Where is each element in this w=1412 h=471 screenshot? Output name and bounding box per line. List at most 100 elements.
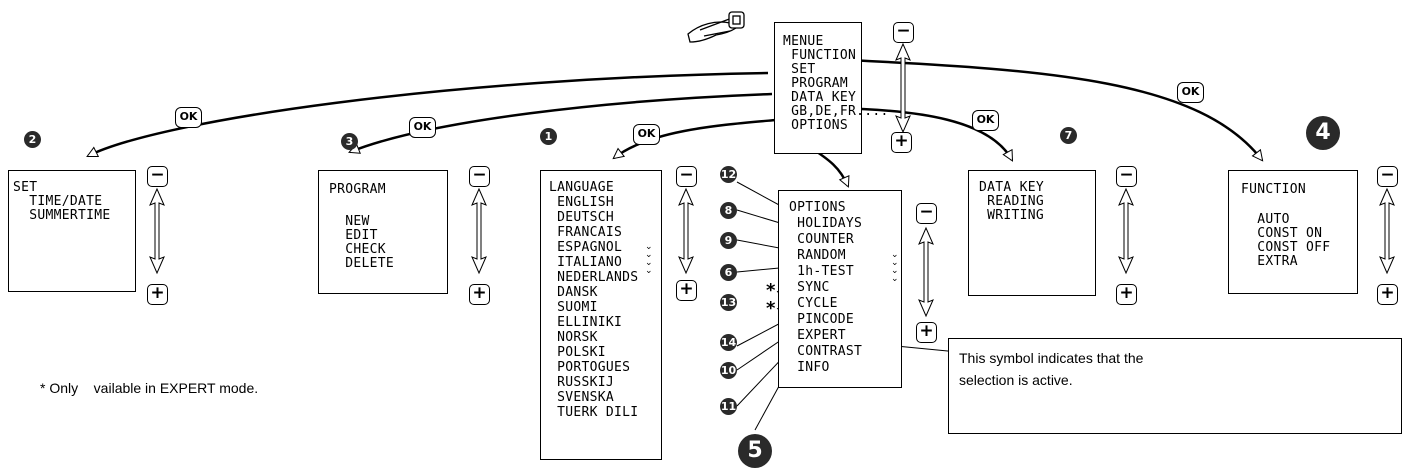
- plus-button[interactable]: +: [469, 284, 490, 305]
- language-item[interactable]: ESPAGNOL: [549, 241, 622, 255]
- set-title: SET: [13, 181, 37, 195]
- options-item-pincode[interactable]: PINCODE: [789, 313, 854, 327]
- set-item-summertime[interactable]: SUMMERTIME: [13, 209, 111, 223]
- language-item[interactable]: NEDERLANDS: [549, 271, 638, 285]
- number-badge: 13: [720, 294, 737, 311]
- number-badge: 7: [1060, 127, 1077, 144]
- program-item-delete[interactable]: DELETE: [329, 257, 394, 271]
- scroll-arrow-set: [150, 189, 164, 273]
- set-item-time-date[interactable]: TIME/DATE: [13, 195, 102, 209]
- note-line-1: This symbol indicates that the: [959, 347, 1143, 369]
- program-item-new[interactable]: NEW: [329, 215, 370, 229]
- program-item-check[interactable]: CHECK: [329, 243, 386, 257]
- language-item[interactable]: SUOMI: [549, 301, 598, 315]
- language-item[interactable]: DEUTSCH: [549, 211, 614, 225]
- options-panel: OPTIONS HOLIDAYS COUNTER RANDOM 1h-TEST …: [778, 190, 902, 388]
- options-item-counter[interactable]: COUNTER: [789, 233, 854, 247]
- menue-panel: MENUE FUNCTION SET PROGRAM DATA KEY GB,D…: [774, 22, 862, 154]
- menue-item-language[interactable]: GB,DE,FR....: [783, 105, 889, 119]
- function-item-const-off[interactable]: CONST OFF: [1241, 241, 1330, 255]
- ok-button-language[interactable]: OK: [633, 124, 660, 145]
- language-item[interactable]: ENGLISH: [549, 196, 614, 210]
- data-key-title: DATA KEY: [979, 181, 1044, 195]
- footnote: * Only vailable in EXPERT mode.: [40, 380, 258, 396]
- scroll-arrow-function: [1380, 189, 1394, 273]
- language-item[interactable]: POLSKI: [549, 346, 606, 360]
- note-box: This symbol indicates that the selection…: [948, 338, 1402, 434]
- note-line-2: selection is active.: [959, 369, 1073, 391]
- minus-button[interactable]: −: [147, 166, 168, 187]
- plus-button[interactable]: +: [916, 322, 937, 343]
- language-item[interactable]: DANSK: [549, 286, 598, 300]
- ok-button-set[interactable]: OK: [175, 107, 202, 128]
- menue-item-options[interactable]: OPTIONS: [783, 119, 848, 133]
- options-title: OPTIONS: [789, 201, 846, 215]
- number-badge: 10: [720, 362, 737, 379]
- number-badge: 3: [341, 133, 358, 150]
- menue-item-program[interactable]: PROGRAM: [783, 77, 848, 91]
- set-panel: SET TIME/DATE SUMMERTIME: [8, 170, 136, 292]
- function-item-const-on[interactable]: CONST ON: [1241, 227, 1322, 241]
- function-panel: FUNCTION AUTO CONST ON CONST OFF EXTRA: [1228, 170, 1358, 294]
- language-item[interactable]: ELLINIKI: [549, 316, 622, 330]
- plus-button[interactable]: +: [676, 280, 697, 301]
- language-panel: LANGUAGE ENGLISH DEUTSCH FRANCAIS ESPAGN…: [540, 170, 662, 460]
- ok-button-program[interactable]: OK: [409, 117, 436, 138]
- expert-only-marker: *: [766, 300, 775, 318]
- menue-item-data-key[interactable]: DATA KEY: [783, 91, 856, 105]
- data-key-panel: DATA KEY READING WRITING: [968, 170, 1096, 296]
- language-item[interactable]: PORTOGUES: [549, 361, 630, 375]
- program-panel: PROGRAM NEW EDIT CHECK DELETE: [318, 170, 448, 294]
- options-item-contrast[interactable]: CONTRAST: [789, 345, 862, 359]
- menue-item-set[interactable]: SET: [783, 63, 816, 77]
- menue-item-function[interactable]: FUNCTION: [783, 49, 856, 63]
- number-badge-large: 4: [1306, 116, 1340, 150]
- number-badge: 11: [720, 398, 737, 415]
- scroll-more-indicator: ⌄⌄⌄⌄: [645, 243, 653, 275]
- plus-button[interactable]: +: [1116, 284, 1137, 305]
- language-item[interactable]: ITALIANO: [549, 256, 622, 270]
- scroll-arrow-language: [679, 189, 693, 273]
- language-item[interactable]: SVENSKA: [549, 391, 614, 405]
- function-item-extra[interactable]: EXTRA: [1241, 255, 1298, 269]
- language-item[interactable]: RUSSKIJ: [549, 376, 614, 390]
- function-item-auto[interactable]: AUTO: [1241, 213, 1290, 227]
- minus-button[interactable]: −: [893, 22, 914, 43]
- minus-button[interactable]: −: [916, 203, 937, 224]
- menue-title: MENUE: [783, 35, 824, 49]
- options-item-expert[interactable]: EXPERT: [789, 329, 846, 343]
- number-badge: 9: [720, 232, 737, 249]
- minus-button[interactable]: −: [469, 166, 490, 187]
- plus-button[interactable]: +: [1377, 284, 1398, 305]
- minus-button[interactable]: −: [676, 166, 697, 187]
- options-item-cycle[interactable]: CYCLE: [789, 297, 838, 311]
- program-item-edit[interactable]: EDIT: [329, 229, 378, 243]
- ok-button-data-key[interactable]: OK: [972, 110, 999, 131]
- scroll-arrow-program: [472, 189, 486, 273]
- language-title: LANGUAGE: [549, 181, 614, 195]
- number-badge: 2: [24, 131, 41, 148]
- ok-button-function[interactable]: OK: [1177, 82, 1204, 103]
- language-item[interactable]: FRANCAIS: [549, 226, 622, 240]
- minus-button[interactable]: −: [1377, 166, 1398, 187]
- number-badge: 8: [720, 202, 737, 219]
- options-item-holidays[interactable]: HOLIDAYS: [789, 217, 862, 231]
- number-badge: 14: [720, 334, 737, 351]
- options-item-info[interactable]: INFO: [789, 361, 830, 375]
- language-item[interactable]: NORSK: [549, 331, 598, 345]
- data-key-item-reading[interactable]: READING: [979, 195, 1044, 209]
- function-title: FUNCTION: [1241, 183, 1306, 197]
- minus-button[interactable]: −: [1116, 166, 1137, 187]
- data-key-item-writing[interactable]: WRITING: [979, 209, 1044, 223]
- hand-pressing-menu-key-icon: [688, 12, 744, 42]
- plus-button[interactable]: +: [891, 132, 912, 153]
- scroll-arrow-menue: [896, 44, 910, 132]
- number-badge: 1: [540, 128, 557, 145]
- scroll-arrow-datakey: [1119, 189, 1133, 273]
- plus-button[interactable]: +: [147, 284, 168, 305]
- language-item[interactable]: TUERK DILI: [549, 406, 638, 420]
- options-item-sync[interactable]: SYNC: [789, 281, 830, 295]
- options-item-1h-test[interactable]: 1h-TEST: [789, 265, 854, 279]
- options-item-random[interactable]: RANDOM: [789, 249, 846, 263]
